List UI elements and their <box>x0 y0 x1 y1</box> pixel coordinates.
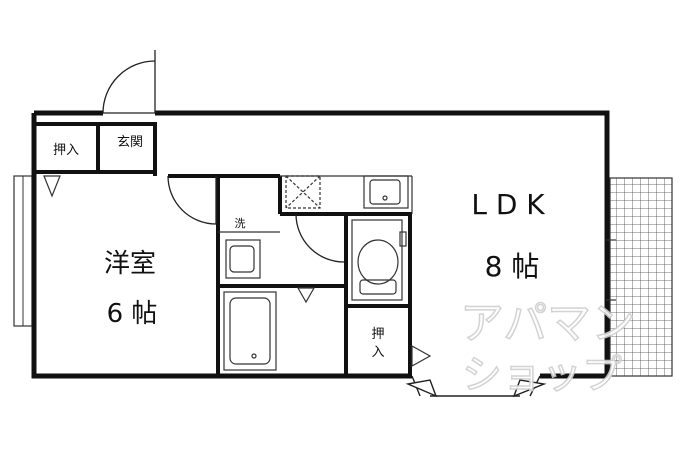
balcony-door <box>606 239 616 301</box>
bay-window <box>405 375 547 398</box>
toilet-icon <box>351 219 407 301</box>
bathtub-icon <box>223 291 277 371</box>
washroom-label: 洗 <box>235 217 246 230</box>
closet-label-right-1: 押 <box>371 327 384 342</box>
stove-icon <box>285 175 321 209</box>
watermark-line2: ショップ <box>462 352 622 398</box>
balcony <box>609 177 673 377</box>
watermark-line1: アパマン <box>460 298 635 349</box>
washbasin-icon <box>225 239 261 279</box>
closet-door-marker <box>43 175 432 368</box>
western-room-size: 6 帖 <box>107 299 158 329</box>
left-window <box>13 175 33 327</box>
interior-walls <box>34 122 412 376</box>
entrance-door <box>102 50 156 114</box>
ldk-size: 8 帖 <box>485 250 540 283</box>
bathroom-door <box>295 213 345 263</box>
closet-label-top: 押入 <box>53 143 79 158</box>
western-room-door <box>167 175 217 225</box>
western-room-name: 洋室 <box>104 249 156 279</box>
outer-walls <box>31 110 610 379</box>
entrance-label: 玄関 <box>117 135 143 150</box>
closet-label-right-2: 入 <box>371 345 384 360</box>
ldk-name: L D K <box>471 188 545 221</box>
kitchen-sink-icon <box>363 175 409 209</box>
